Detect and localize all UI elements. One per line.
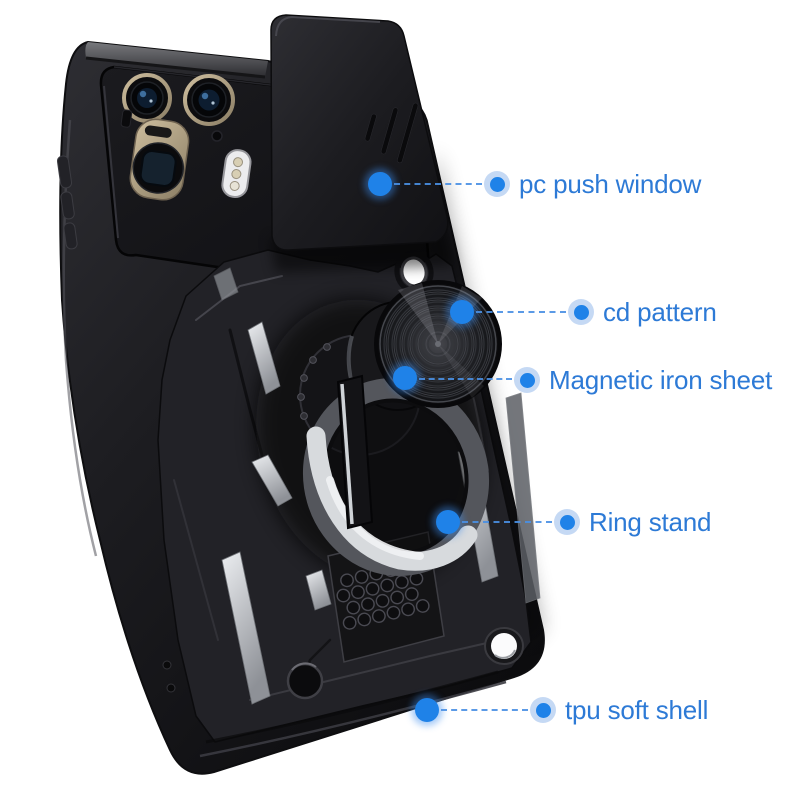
flash-module bbox=[221, 149, 252, 199]
callout-bullet-icon bbox=[530, 697, 556, 723]
dot-icon bbox=[559, 514, 575, 530]
side-buttons bbox=[56, 155, 78, 250]
callout-bullet-icon bbox=[514, 367, 540, 393]
bottom-mic-hole bbox=[166, 683, 176, 693]
callout-label: Ring stand bbox=[589, 507, 712, 537]
cd-pattern-disc bbox=[374, 280, 502, 408]
callout-ring-stand: Ring stand bbox=[554, 507, 712, 537]
callout-tpu-soft-shell: tpu soft shell bbox=[530, 697, 708, 723]
leader-line-magnetic-iron-sheet bbox=[419, 378, 512, 380]
callout-label: Magnetic iron sheet bbox=[549, 365, 773, 395]
mic-hole bbox=[211, 130, 223, 142]
leader-line-cd-pattern bbox=[476, 311, 566, 313]
slide-camera-cover bbox=[270, 14, 454, 272]
target-dot-tpu-soft-shell bbox=[415, 698, 439, 722]
callout-label: cd pattern bbox=[603, 297, 717, 327]
target-dot-ring-stand bbox=[436, 510, 460, 534]
callout-label: pc push window bbox=[519, 169, 702, 199]
dot-icon bbox=[519, 372, 535, 388]
target-dot-pc-push-window bbox=[368, 172, 392, 196]
dot-icon bbox=[573, 304, 589, 320]
leader-line-pc-push-window bbox=[394, 183, 482, 185]
callout-magnetic-iron-sheet: Magnetic iron sheet bbox=[514, 367, 772, 393]
target-dot-cd-pattern bbox=[450, 300, 474, 324]
bottom-mic-hole bbox=[162, 660, 172, 670]
card-slot-notch bbox=[120, 109, 133, 128]
callout-pc-push-window: pc push window bbox=[484, 171, 701, 197]
dot-icon bbox=[535, 702, 551, 718]
kickstand-hook bbox=[336, 374, 374, 530]
callout-bullet-icon bbox=[554, 509, 580, 535]
dot-icon bbox=[489, 176, 505, 192]
callout-bullet-icon bbox=[568, 299, 594, 325]
leader-line-ring-stand bbox=[462, 521, 552, 523]
target-dot-magnetic-iron-sheet bbox=[393, 366, 417, 390]
callout-label: tpu soft shell bbox=[565, 695, 709, 725]
eyelet-hole-bottom bbox=[484, 627, 524, 665]
screw-recess bbox=[286, 662, 324, 700]
leader-line-tpu-soft-shell bbox=[441, 709, 528, 711]
callout-bullet-icon bbox=[484, 171, 510, 197]
phone-top-edge bbox=[85, 42, 268, 77]
callout-cd-pattern: cd pattern bbox=[568, 299, 717, 325]
cover-grip-lines bbox=[364, 102, 419, 164]
tpu-bottom-lip bbox=[162, 660, 507, 758]
periscope-lens bbox=[129, 118, 190, 201]
ultrawide-lens bbox=[183, 74, 235, 126]
